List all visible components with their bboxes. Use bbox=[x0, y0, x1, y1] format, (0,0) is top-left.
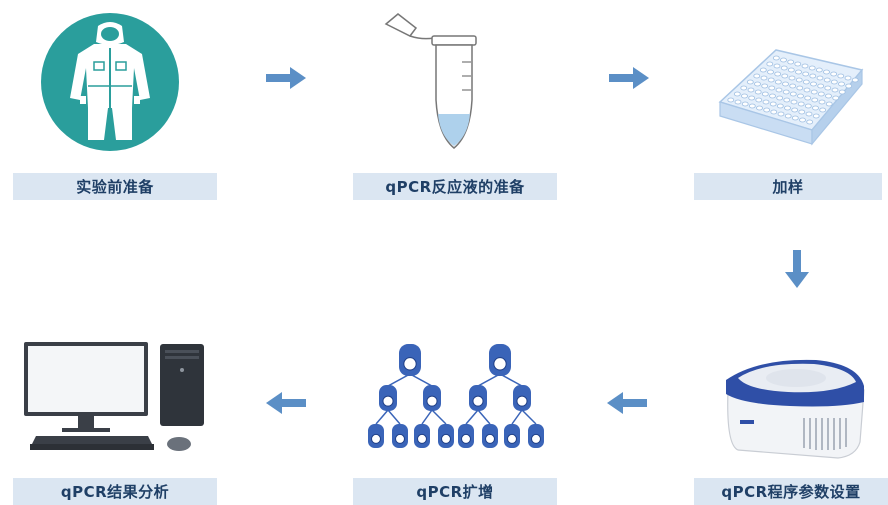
arrow-right-icon bbox=[266, 67, 306, 93]
step-label-amplification: qPCR扩增 bbox=[353, 478, 557, 505]
step-illustration-prep bbox=[40, 12, 180, 152]
step-label-prep: 实验前准备 bbox=[13, 173, 217, 200]
step-label-analysis: qPCR结果分析 bbox=[13, 478, 217, 505]
pcr-tube-icon bbox=[384, 13, 477, 149]
step-label-program: qPCR程序参数设置 bbox=[694, 478, 888, 505]
step-illustration-loading bbox=[716, 40, 866, 150]
step-label-mix: qPCR反应液的准备 bbox=[353, 173, 557, 200]
well-plate-icon bbox=[718, 49, 864, 146]
arrow-down-icon bbox=[785, 250, 809, 292]
arrow-left-icon bbox=[607, 392, 647, 418]
amplification-tree-icon bbox=[368, 344, 544, 448]
step-illustration-mix bbox=[382, 10, 482, 155]
qpcr-instrument-icon bbox=[726, 359, 865, 459]
step-illustration-amplification bbox=[366, 340, 546, 455]
step-illustration-analysis bbox=[22, 340, 212, 455]
arrow-left-icon bbox=[266, 392, 306, 418]
computer-icon bbox=[24, 342, 204, 451]
arrow-right-icon bbox=[609, 67, 649, 93]
step-illustration-program bbox=[718, 350, 868, 460]
protective-suit-icon bbox=[41, 13, 179, 151]
step-label-loading: 加样 bbox=[694, 173, 882, 200]
